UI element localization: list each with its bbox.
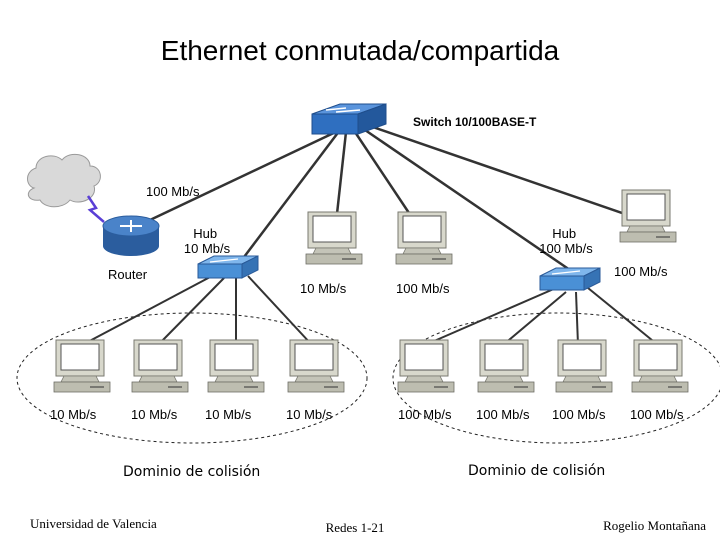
collision-domain-left xyxy=(16,312,368,444)
pc-speed-label: 100 Mb/s xyxy=(476,407,530,422)
hub-right-label: Hub 100 Mb/s xyxy=(539,226,593,256)
pc-icon[interactable] xyxy=(53,339,111,393)
hub-left-label-line1: Hub xyxy=(193,226,217,241)
link-label-pc-top2: 100 Mb/s xyxy=(396,281,450,296)
cloud-icon xyxy=(27,153,101,208)
pc-speed-label: 10 Mb/s xyxy=(286,407,333,422)
pc-speed-label: 10 Mb/s xyxy=(131,407,178,422)
footer-center: Redes 1-21 xyxy=(326,520,385,535)
pc-icon[interactable] xyxy=(287,339,345,393)
pc-speed-label: 100 Mb/s xyxy=(398,407,452,422)
pc-icon[interactable] xyxy=(555,339,613,393)
link-label-router: 100 Mb/s xyxy=(146,184,200,199)
pc-icon[interactable] xyxy=(131,339,189,393)
hub-right-label-line2: 100 Mb/s xyxy=(539,241,593,256)
router-icon[interactable] xyxy=(102,215,160,256)
link-label-pc-top1: 10 Mb/s xyxy=(300,281,347,296)
collision-domain-left-label: Dominio de colisión xyxy=(123,464,260,480)
pc-speed-label: 10 Mb/s xyxy=(50,407,97,422)
hub-right-label-line1: Hub xyxy=(552,226,576,241)
hub-left-label-line2: 10 Mb/s xyxy=(184,241,231,256)
pc-icon[interactable] xyxy=(395,211,453,265)
footer-right: Rogelio Montañana xyxy=(603,518,706,533)
pc-icon[interactable] xyxy=(631,339,689,393)
hub-right-icon[interactable] xyxy=(539,267,601,291)
pc-speed-label: 10 Mb/s xyxy=(205,407,252,422)
link-label-hub-right: 100 Mb/s xyxy=(614,264,668,279)
switch-icon[interactable] xyxy=(311,103,387,135)
serial-link xyxy=(86,195,105,223)
collision-domain-right xyxy=(392,312,720,444)
hub-right-links xyxy=(424,287,659,346)
pc-icon[interactable] xyxy=(619,189,677,243)
pc-speed-label: 100 Mb/s xyxy=(630,407,684,422)
pc-icon[interactable] xyxy=(305,211,363,265)
pc-icon[interactable] xyxy=(477,339,535,393)
pc-speed-label: 100 Mb/s xyxy=(552,407,606,422)
switch-label: Switch 10/100BASE-T xyxy=(413,115,537,129)
hub-left-label: Hub 10 Mb/s xyxy=(184,226,231,256)
router-label: Router xyxy=(108,267,148,282)
pc-icon[interactable] xyxy=(207,339,265,393)
footer-left: Universidad de Valencia xyxy=(30,516,157,531)
page-title: Ethernet conmutada/compartida xyxy=(161,35,560,66)
pc-icon[interactable] xyxy=(397,339,455,393)
collision-domain-right-label: Dominio de colisión xyxy=(468,463,605,479)
hub-left-icon[interactable] xyxy=(197,255,259,279)
hub-left-links xyxy=(81,275,313,346)
